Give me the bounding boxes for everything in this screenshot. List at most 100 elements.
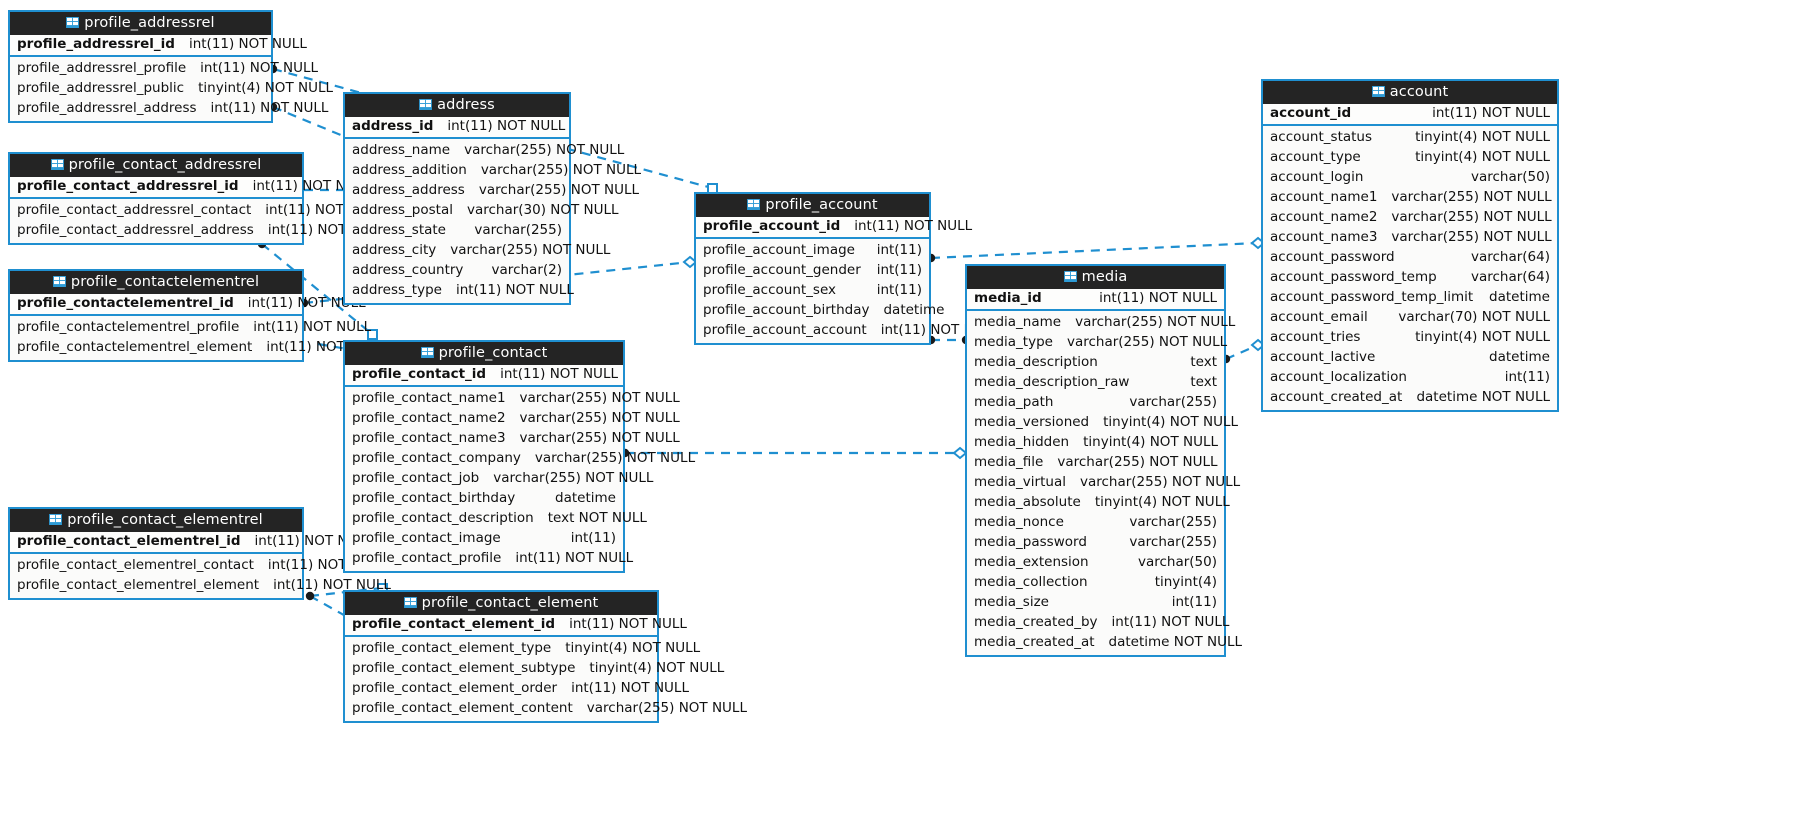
entity-header-account[interactable]: account xyxy=(1263,81,1557,104)
column-type: datetime xyxy=(1489,349,1550,365)
entity-header-address[interactable]: address xyxy=(345,94,569,117)
entity-header-profile_account[interactable]: profile_account xyxy=(696,194,929,217)
column-type: varchar(64) xyxy=(1470,249,1550,265)
entity-header-profile_addressrel[interactable]: profile_addressrel xyxy=(10,12,271,35)
column-name: profile_contact_elementrel_contact xyxy=(17,557,254,573)
entity-header-media[interactable]: media xyxy=(967,266,1224,289)
entity-header-profile_contactelementrel[interactable]: profile_contactelementrel xyxy=(10,271,302,294)
entity-header-profile_contact_element[interactable]: profile_contact_element xyxy=(345,592,657,615)
entity-header-profile_contact[interactable]: profile_contact xyxy=(345,342,623,365)
column-type: varchar(30) NOT NULL xyxy=(466,202,619,218)
entity-header-profile_contact_addressrel[interactable]: profile_contact_addressrel xyxy=(10,154,302,177)
entity-header-profile_contact_elementrel[interactable]: profile_contact_elementrel xyxy=(10,509,302,532)
